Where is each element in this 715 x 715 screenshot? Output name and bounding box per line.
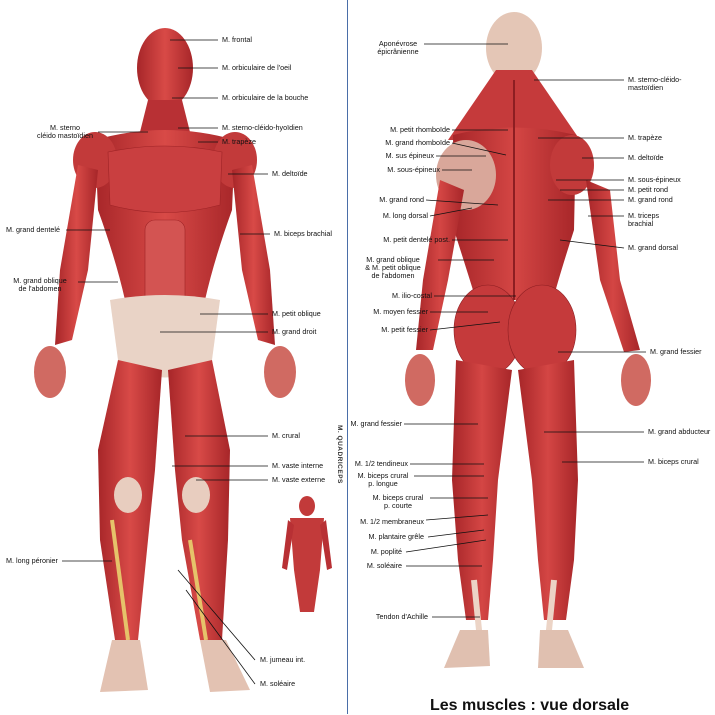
label-sterno-mastoidien-back: M. sterno-cléido- mastoïdien	[628, 76, 682, 92]
label-biceps-crural-courte: M. biceps crural p. courte	[368, 494, 428, 510]
label-quadriceps: M. QUADRICEPS	[336, 425, 343, 484]
front-left-knee	[114, 477, 142, 513]
label-petit-fessier: M. petit fessier	[348, 326, 428, 334]
label-demi-tendineux: M. 1/2 tendineux	[348, 460, 408, 468]
label-vaste-externe: M. vaste externe	[272, 476, 325, 484]
label-sterno-hyoidien: M. sterno-cléido-hyoïdien	[222, 124, 303, 132]
label-orbiculaire-oeil: M. orbiculaire de l'oeil	[222, 64, 291, 72]
label-triceps: M. triceps brachial	[628, 212, 659, 228]
front-chest	[108, 146, 222, 213]
caption-vue-dorsale: Les muscles : vue dorsale	[430, 697, 629, 715]
front-right-arm	[232, 165, 275, 345]
back-left-leg	[452, 360, 512, 620]
label-biceps-crural-longue: M. biceps crural p. longue	[354, 472, 412, 488]
label-petit-oblique: M. petit oblique	[272, 310, 321, 318]
label-grand-dentele: M. grand dentelé	[6, 226, 60, 234]
label-sus-epineux: M. sus épineux	[348, 152, 434, 160]
label-sterno-mastoidien-front: M. sterno cléido mastoïdien	[33, 124, 97, 140]
label-oblique-back-line3: de l'abdomen	[352, 272, 434, 280]
label-grand-abducteur: M. grand abducteur	[648, 428, 710, 436]
label-moyen-fessier: M. moyen fessier	[348, 308, 428, 316]
label-orbiculaire-bouche: M. orbiculaire de la bouche	[222, 94, 308, 102]
label-grand-fessier-left: M. grand fessier	[348, 420, 402, 428]
label-frontal: M. frontal	[222, 36, 252, 44]
back-left-foot	[444, 630, 490, 668]
label-long-peronier: M. long péronier	[6, 557, 58, 565]
front-right-hand	[264, 346, 296, 398]
back-left-hand	[405, 354, 435, 406]
label-trapeze-back: M. trapèze	[628, 134, 662, 142]
label-grand-droit: M. grand droit	[272, 328, 316, 336]
label-biceps-court-line2: p. courte	[368, 502, 428, 510]
back-right-foot	[538, 630, 584, 668]
label-sterno-back-line2: mastoïdien	[628, 84, 682, 92]
label-grand-dorsal: M. grand dorsal	[628, 244, 678, 252]
back-view-panel: Aponévrose épicrânienne M. sterno-cléido…	[348, 0, 715, 714]
label-plantaire: M. plantaire grêle	[348, 533, 424, 541]
label-deltoide-back: M. deltoïde	[628, 154, 664, 162]
front-left-hand	[34, 346, 66, 398]
front-neck	[140, 100, 190, 132]
front-left-foot	[100, 640, 148, 692]
front-view-panel: M. frontal M. orbiculaire de l'oeil M. o…	[0, 0, 347, 714]
label-sterno-line2: cléido mastoïdien	[33, 132, 97, 140]
label-soleaire-back: M. soléaire	[348, 562, 402, 570]
front-left-arm	[55, 165, 98, 345]
label-petit-dentele: M. petit dentelé post.	[348, 236, 450, 244]
label-poplite: M. poplité	[348, 548, 402, 556]
front-body-illustration	[0, 0, 347, 714]
label-demi-membraneux: M. 1/2 membraneux	[348, 518, 424, 526]
front-right-knee	[182, 477, 210, 513]
back-body-illustration	[348, 0, 715, 714]
label-aponevrose-line2: épicrânienne	[368, 48, 428, 56]
label-jumeau: M. jumeau int.	[260, 656, 305, 664]
back-right-hand	[621, 354, 651, 406]
label-trapeze-front: M. trapèze	[222, 138, 256, 146]
label-biceps-brachial: M. biceps brachial	[274, 230, 332, 238]
label-aponevrose: Aponévrose épicrânienne	[368, 40, 428, 56]
label-soleaire-front: M. soléaire	[260, 680, 295, 688]
label-grand-rhomboide: M. grand rhomboïde	[348, 139, 450, 147]
label-grand-rond-right: M. grand rond	[628, 196, 673, 204]
label-biceps-crural-right: M. biceps crural	[648, 458, 699, 466]
label-tendon-achille: Tendon d'Achille	[348, 613, 428, 621]
label-crural: M. crural	[272, 432, 300, 440]
label-vaste-interne: M. vaste interne	[272, 462, 323, 470]
label-grand-oblique-front: M. grand oblique de l'abdomen	[4, 277, 76, 293]
label-ilio-costal: M. ilio-costal	[348, 292, 432, 300]
back-right-arm	[586, 180, 640, 352]
small-back-figure	[282, 496, 332, 612]
label-deltoide-front: M. deltoïde	[272, 170, 308, 178]
back-right-leg	[518, 360, 578, 620]
label-long-dorsal: M. long dorsal	[348, 212, 428, 220]
label-grand-fessier-right: M. grand fessier	[650, 348, 702, 356]
label-petit-rhomboide: M. petit rhomboïde	[348, 126, 450, 134]
front-right-foot	[200, 640, 250, 692]
label-grand-oblique-line2: de l'abdomen	[4, 285, 76, 293]
label-biceps-long-line2: p. longue	[354, 480, 412, 488]
label-grand-rond-left: M. grand rond	[348, 196, 424, 204]
label-grand-oblique-back: M. grand oblique & M. petit oblique de l…	[352, 256, 434, 280]
label-triceps-line2: brachial	[628, 220, 659, 228]
label-sous-epineux-left: M. sous-épineux	[348, 166, 440, 174]
label-sous-epineux-right: M. sous-épineux	[628, 176, 681, 184]
label-petit-rond: M. petit rond	[628, 186, 668, 194]
